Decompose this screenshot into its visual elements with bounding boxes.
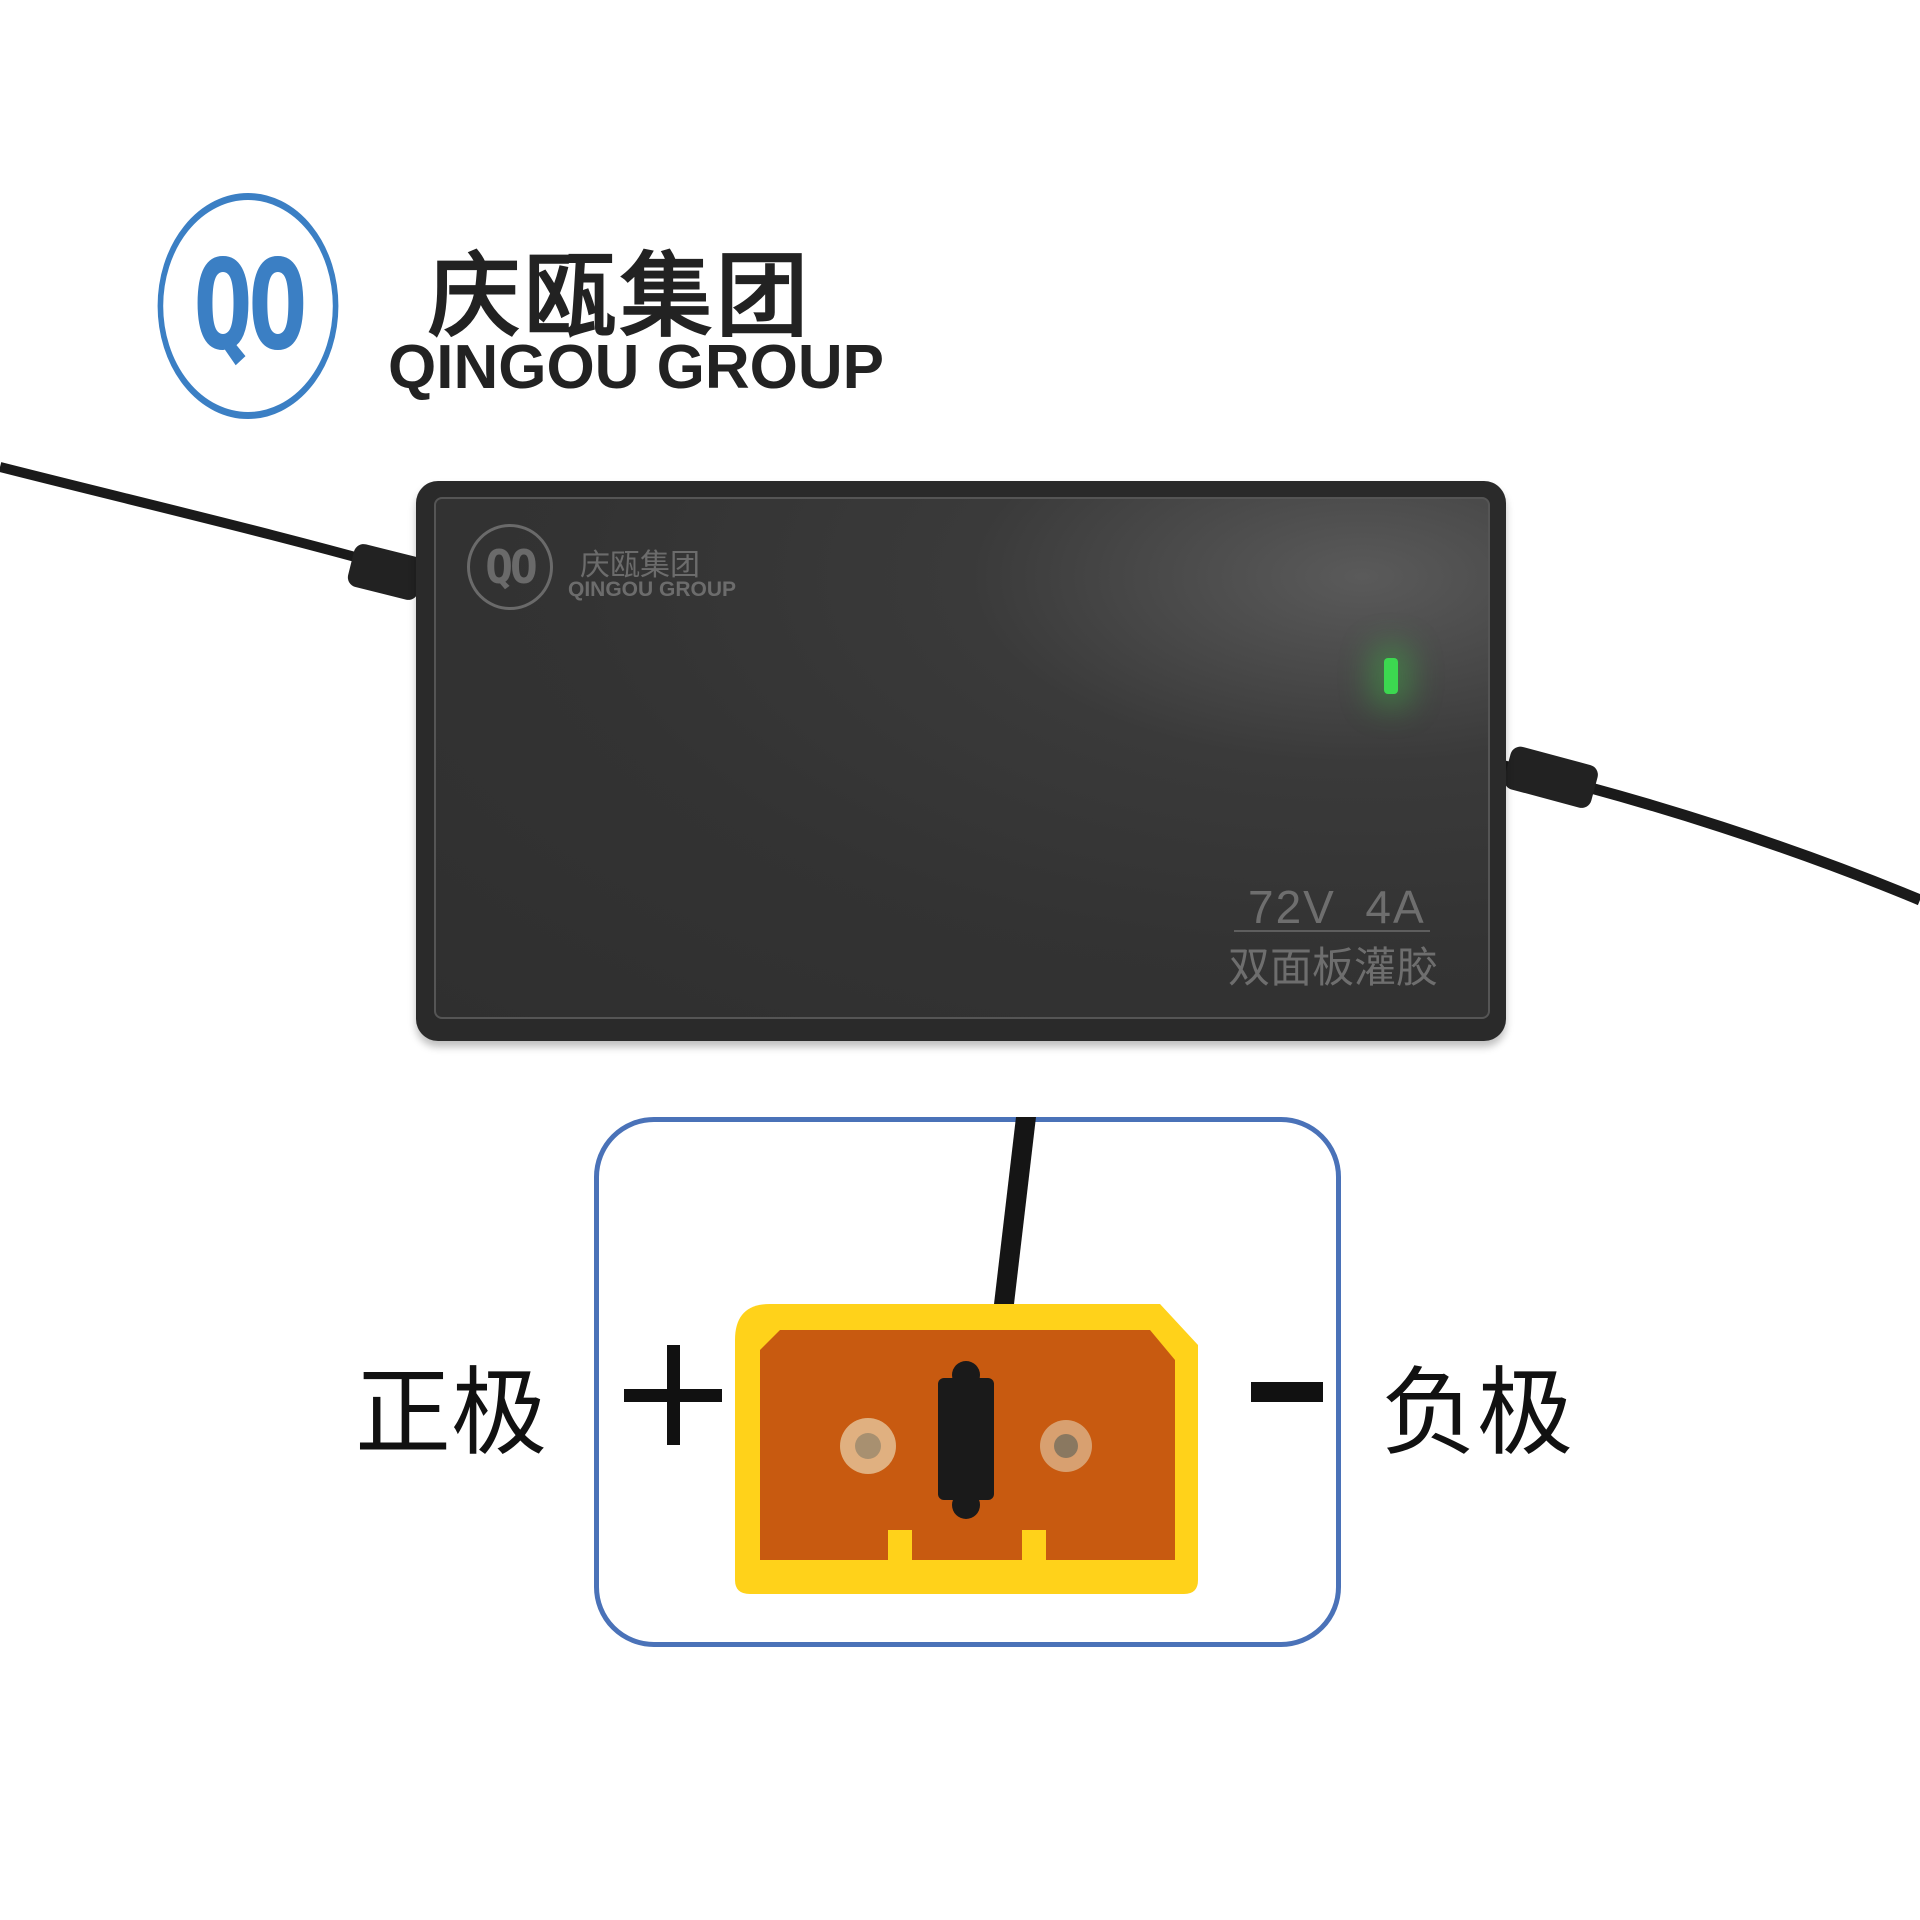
status-led-icon (1384, 658, 1398, 694)
plus-icon (624, 1345, 722, 1445)
charger-emblem-en: QINGOU GROUP (568, 578, 737, 601)
charger-top-panel (434, 497, 1490, 1019)
charger-emblem-cn: 庆瓯集团 (580, 548, 700, 583)
spec-divider (1234, 930, 1430, 932)
qingou-logo-mark: QO (157, 193, 339, 419)
charger-spec: 72V 4A (1248, 881, 1426, 933)
brand-name-chinese: 庆瓯集团 (428, 243, 813, 350)
charger-feature: 双面板灌胶 (1228, 943, 1439, 992)
emblem-mark-text: QO (485, 540, 537, 594)
negative-pole-label: 负极 (1381, 1357, 1573, 1469)
charger-emblem-logo: QO (467, 524, 553, 610)
minus-icon (1251, 1382, 1323, 1402)
brand-name-english: QINGOU GROUP (388, 333, 885, 402)
connector-frame (594, 1117, 1341, 1647)
logo-mark-text: QO (193, 234, 308, 378)
positive-pole-label: 正极 (355, 1357, 547, 1469)
